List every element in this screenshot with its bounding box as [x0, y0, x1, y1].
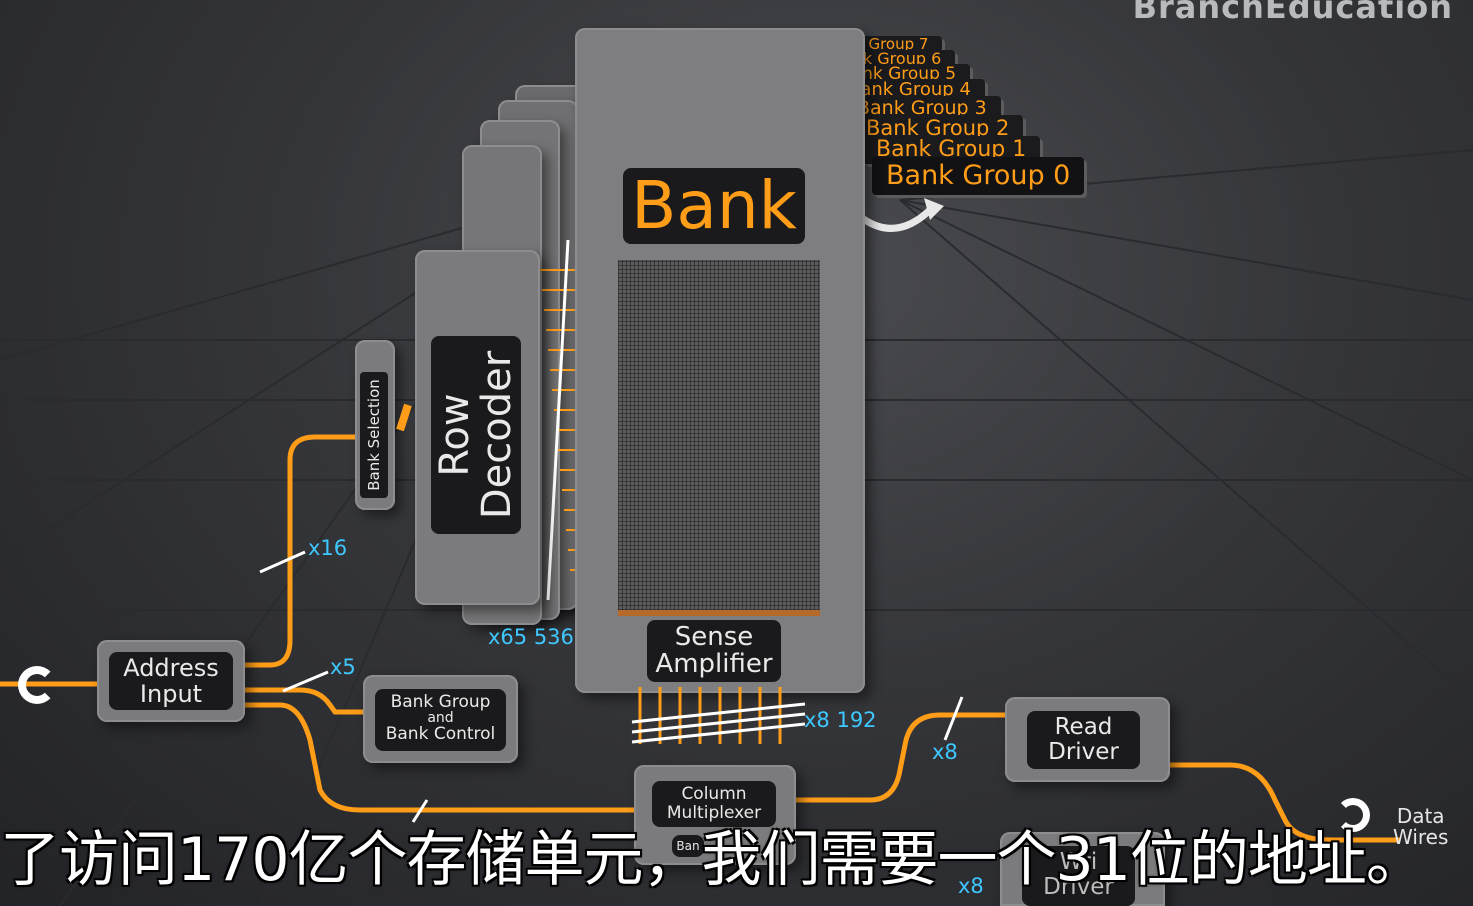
count-columns: x8 192: [804, 708, 877, 732]
column-multiplexer-block: Column Multiplexer Ban: [634, 765, 796, 865]
output-arrow-icon: [1336, 798, 1370, 832]
bank-group-4: Bank Group 4: [834, 79, 985, 101]
sense-amplifier-label: Sense Amplifier: [647, 620, 781, 682]
column-lines: [631, 687, 806, 744]
bgc-line-2: and: [427, 710, 454, 726]
count-x8-write: x8: [958, 874, 984, 898]
bank-selection-label: Bank Selection: [360, 372, 388, 498]
address-input-label: Address Input: [109, 652, 233, 710]
write-driver-label: Wri Driver: [1022, 846, 1135, 906]
read-driver-block: Read Driver: [1005, 697, 1170, 782]
bank-group-control-block: Bank Group and Bank Control: [363, 675, 518, 763]
address-line-2: Input: [139, 680, 203, 708]
bgc-line-3: Bank Control: [385, 724, 496, 744]
bank-selection-block: Bank Selection: [355, 340, 395, 510]
sense-line-1: Sense: [674, 622, 754, 652]
count-x16: x16: [308, 536, 348, 560]
sense-line-2: Amplifier: [655, 649, 773, 679]
input-arrow-icon: [18, 666, 56, 704]
read-line-2: Driver: [1048, 739, 1119, 765]
row-decoder-block: Row Decoder: [415, 250, 540, 605]
data-wires-label: Data Wires: [1393, 806, 1448, 848]
bank-group-control-label: Bank Group and Bank Control: [375, 689, 506, 751]
data-wires-line-2: Wires: [1393, 825, 1449, 849]
subtitle: 了访问170亿个存储单元，我们需要一个31位的地址。: [0, 825, 1426, 895]
watermark: BranchEducation: [1132, 0, 1453, 26]
rotate-arrow-icon: [859, 198, 944, 232]
write-line-1: Wri: [1059, 849, 1098, 875]
write-driver-block: Wri Driver: [1000, 832, 1165, 906]
bank-label: Bank: [623, 168, 805, 244]
read-driver-label: Read Driver: [1027, 711, 1140, 769]
bgc-line-1: Bank Group: [390, 692, 491, 712]
read-line-1: Read: [1054, 714, 1113, 740]
memory-cell-array: [618, 260, 820, 616]
colmux-line-2: Multiplexer: [666, 803, 762, 823]
colmux-line-1: Column: [681, 784, 747, 804]
count-x8-read: x8: [932, 740, 958, 764]
bank-partial-label: Ban: [672, 835, 704, 857]
row-decoder-label: Row Decoder: [431, 336, 521, 534]
bank-group-0: Bank Group 0: [872, 157, 1085, 195]
column-multiplexer-label: Column Multiplexer: [652, 781, 776, 827]
count-rows: x65 536: [488, 625, 574, 649]
write-line-2: Driver: [1043, 874, 1114, 900]
bank-block: Bank Sense Amplifier: [575, 28, 865, 693]
address-input-block: Address Input: [97, 640, 245, 722]
data-wires-line-1: Data: [1396, 804, 1445, 828]
address-line-1: Address: [123, 654, 219, 682]
count-x5: x5: [330, 655, 356, 679]
